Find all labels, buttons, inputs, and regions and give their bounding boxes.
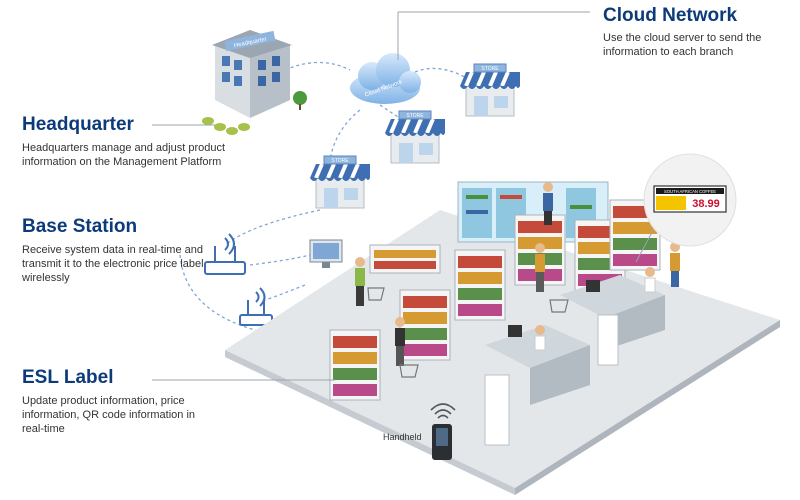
- terminal-screen-icon: [309, 239, 343, 268]
- store-sign-1: STORE: [481, 66, 499, 72]
- shoppers: [355, 182, 680, 378]
- cloud-network-title: Cloud Network: [603, 5, 738, 26]
- base-station-description: Receive system data in real-time and tra…: [22, 244, 204, 284]
- store-icon-3: STORE: [308, 154, 372, 210]
- cloud-network-icon: Cloud Network: [350, 53, 421, 104]
- checkout-counters: [484, 275, 665, 446]
- handheld-label: Handheld: [383, 432, 422, 442]
- handheld-device-icon: [430, 403, 456, 460]
- esl-brand-text: SOUTH AFRICAN COFFEE: [664, 189, 716, 194]
- link-cloud-store-2: [379, 104, 411, 126]
- store-icon-2: STORE: [383, 109, 447, 165]
- headquarter-building: Headquarter: [202, 30, 307, 135]
- link-cloud-store-1: [414, 67, 471, 81]
- esl-price-tag-callout: SOUTH AFRICAN COFFEE 38.99: [635, 153, 737, 263]
- base-station-icon-2: [239, 287, 273, 326]
- esl-label-title: ESL Label: [22, 367, 114, 388]
- link-terminal-basestation2: [264, 284, 306, 301]
- esl-label-description: Update product information, price inform…: [22, 395, 196, 435]
- esl-price-text: 38.99: [692, 198, 720, 210]
- link-basestation-terminal: [249, 254, 311, 266]
- shelf-units: [329, 199, 661, 401]
- headquarter-title: Headquarter: [22, 114, 134, 135]
- headquarter-description: Headquarters manage and adjust product i…: [22, 142, 226, 168]
- store-icon-1: STORE: [458, 62, 522, 118]
- link-cloud-store-3: [329, 109, 361, 161]
- link-store-basestation: [224, 209, 321, 246]
- cloud-network-description: Use the cloud server to send the informa…: [603, 32, 762, 58]
- base-station-title: Base Station: [22, 216, 138, 237]
- link-hq-cloud: [284, 61, 351, 71]
- store-sign-2: STORE: [406, 113, 424, 119]
- base-station-icon-1: [204, 233, 246, 275]
- store-sign-3: STORE: [331, 158, 349, 164]
